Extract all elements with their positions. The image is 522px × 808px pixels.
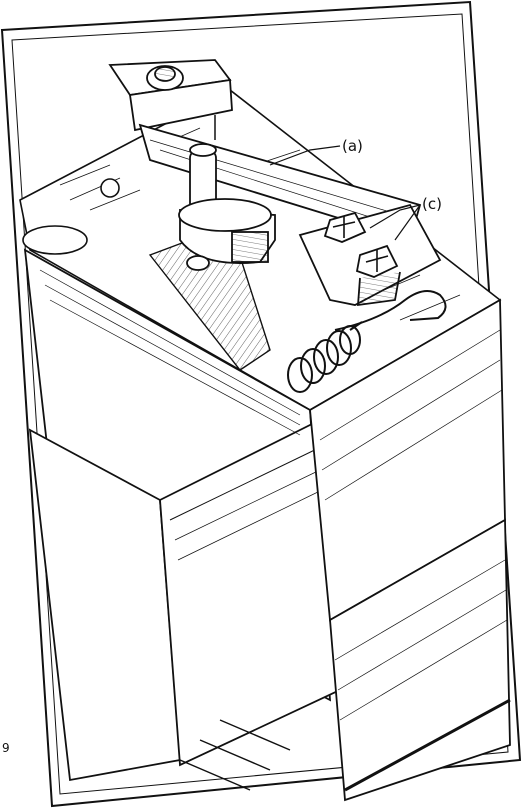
bolt-plate-c [298, 203, 442, 307]
leader-lines [269, 145, 421, 241]
cabinet-front [23, 248, 341, 782]
shaft-collar [178, 143, 276, 271]
wire-hook [334, 290, 447, 331]
callout-c: (c) [422, 195, 442, 213]
callout-a: (a) [342, 137, 363, 155]
base-lines [179, 719, 291, 791]
cabinet-side [309, 298, 511, 802]
margin-mark: 9 [2, 741, 10, 755]
spring [287, 321, 363, 393]
